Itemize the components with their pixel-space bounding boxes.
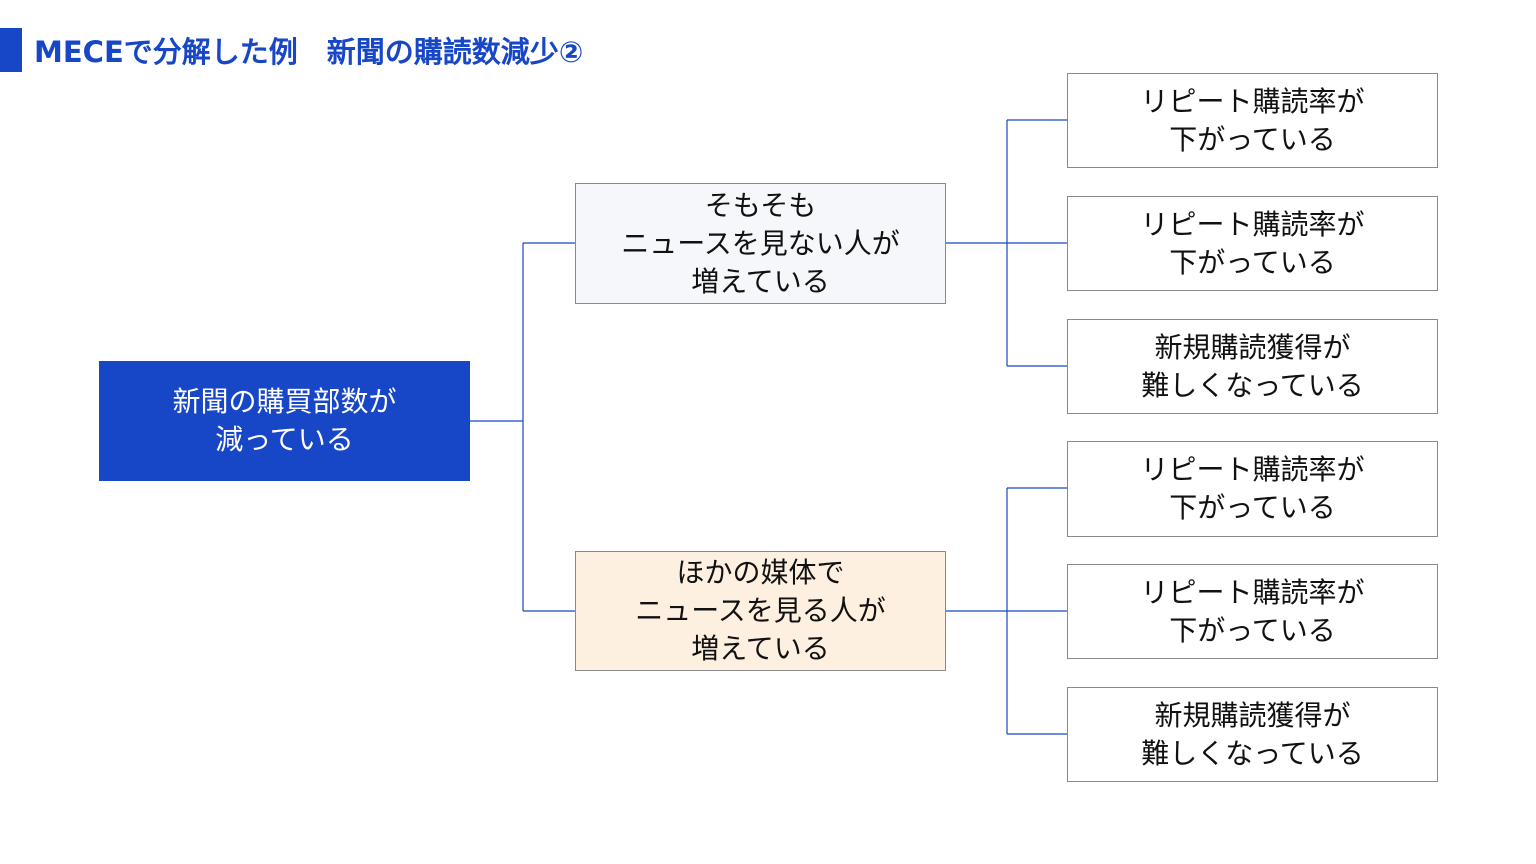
slide-title: MECEで分解した例 新聞の購読数減少② [34,35,584,69]
leaf-node-b1: リピート購読率が 下がっている [1067,441,1438,537]
root-node: 新聞の購買部数が 減っている [99,361,470,481]
branch-node-a: そもそも ニュースを見ない人が 増えている [575,183,946,304]
title-accent-bar [0,28,22,72]
connector-branch-a-leaves [946,119,1067,367]
leaf-node-a2: リピート購読率が 下がっている [1067,196,1438,291]
leaf-node-b2: リピート購読率が 下がっている [1067,564,1438,659]
leaf-node-a1: リピート購読率が 下がっている [1067,73,1438,168]
connector-root-branches [470,242,575,612]
connector-branch-b-leaves [946,487,1067,735]
branch-node-b: ほかの媒体で ニュースを見る人が 増えている [575,551,946,671]
leaf-node-b3: 新規購読獲得が 難しくなっている [1067,687,1438,782]
leaf-node-a3: 新規購読獲得が 難しくなっている [1067,319,1438,414]
